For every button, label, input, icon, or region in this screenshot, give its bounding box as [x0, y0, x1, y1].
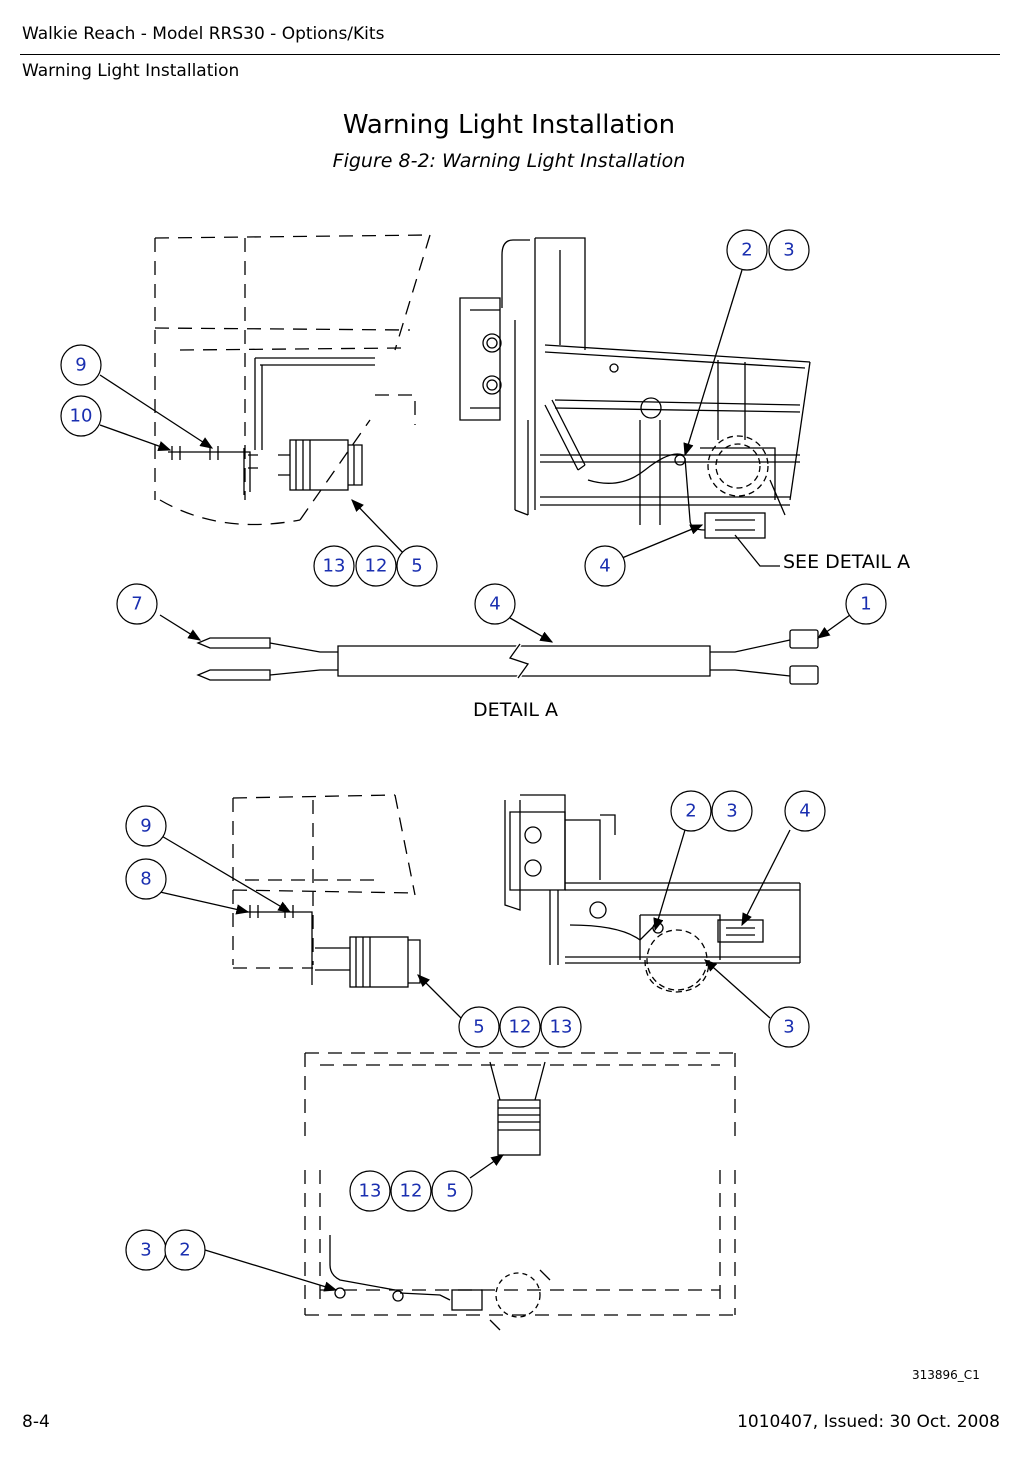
- callout-number: 13: [550, 1017, 573, 1038]
- callout-number: 3: [783, 240, 794, 261]
- bottom-left-assembly: [232, 794, 416, 969]
- callout-3-bottom: 3: [711, 790, 753, 832]
- page-title: Warning Light Installation: [342, 110, 676, 140]
- callout-10: 10: [60, 395, 102, 437]
- figure-caption: Figure 8-2: Warning Light Installation: [332, 150, 686, 172]
- detail-a-label: DETAIL A: [473, 699, 558, 721]
- callout-number: 4: [799, 801, 810, 822]
- callout-13-mid: 13: [540, 1006, 582, 1048]
- callout-number: 5: [473, 1017, 484, 1038]
- callout-number: 8: [140, 869, 151, 890]
- callout-5-top: 5: [396, 545, 438, 587]
- callout-12-mid: 12: [499, 1006, 541, 1048]
- beacon-bottom-left: [315, 936, 421, 988]
- callout-number: 10: [70, 406, 93, 427]
- callout-13-top: 13: [313, 545, 355, 587]
- callout-9-top: 9: [60, 344, 102, 386]
- detail-a-harness: [196, 629, 819, 685]
- callout-12-top: 12: [355, 545, 397, 587]
- issue-info: 1010407, Issued: 30 Oct. 2008: [737, 1412, 1000, 1432]
- callout-number: 13: [323, 556, 346, 577]
- callout-3-top: 3: [768, 229, 810, 271]
- callout-number: 5: [446, 1181, 457, 1202]
- callout-number: 5: [411, 556, 422, 577]
- callout-5-plan: 5: [431, 1170, 473, 1212]
- callout-7: 7: [116, 583, 158, 625]
- header-rule: [20, 54, 1000, 55]
- callout-number: 4: [489, 594, 500, 615]
- top-left-assembly: [154, 234, 431, 526]
- callout-number: 12: [365, 556, 388, 577]
- callout-number: 2: [179, 1240, 190, 1261]
- callout-8: 8: [125, 858, 167, 900]
- callout-13-plan: 13: [349, 1170, 391, 1212]
- bottom-right-frame: [504, 794, 801, 965]
- page-number: 8-4: [22, 1412, 50, 1432]
- callout-3-plan: 3: [125, 1229, 167, 1271]
- callout-number: 7: [131, 594, 142, 615]
- callout-2-top: 2: [726, 229, 768, 271]
- callout-number: 3: [783, 1017, 794, 1038]
- top-right-frame: [459, 237, 811, 539]
- callout-4-detail: 4: [474, 583, 516, 625]
- callout-number: 12: [509, 1017, 532, 1038]
- callout-1: 1: [845, 583, 887, 625]
- callout-12-plan: 12: [390, 1170, 432, 1212]
- document-title: Walkie Reach - Model RRS30 - Options/Kit…: [22, 24, 385, 44]
- section-title: Warning Light Installation: [22, 61, 240, 81]
- callout-number: 12: [400, 1181, 423, 1202]
- buzzer-bottom-right: [644, 929, 710, 993]
- callout-3-mid: 3: [768, 1006, 810, 1048]
- callout-2-bottom: 2: [670, 790, 712, 832]
- beacon-top-left: [278, 439, 363, 491]
- callout-number: 1: [860, 594, 871, 615]
- callout-2-plan: 2: [164, 1229, 206, 1271]
- callout-number: 2: [741, 240, 752, 261]
- see-detail-label: SEE DETAIL A: [783, 551, 910, 573]
- callout-number: 3: [726, 801, 737, 822]
- drawing-number: 313896_C1: [912, 1368, 980, 1382]
- callout-number: 13: [359, 1181, 382, 1202]
- callout-4-top: 4: [584, 545, 626, 587]
- callout-number: 9: [75, 355, 86, 376]
- callout-number: 9: [140, 816, 151, 837]
- bottom-plan-view: [304, 1052, 736, 1316]
- callout-number: 4: [599, 556, 610, 577]
- callout-4-bottom: 4: [784, 790, 826, 832]
- buzzer-top-right: [707, 435, 769, 497]
- callout-number: 3: [140, 1240, 151, 1261]
- beacon-plan-view: [497, 1099, 541, 1156]
- callout-number: 2: [685, 801, 696, 822]
- callout-9-bottom: 9: [125, 805, 167, 847]
- callout-5-mid: 5: [458, 1006, 500, 1048]
